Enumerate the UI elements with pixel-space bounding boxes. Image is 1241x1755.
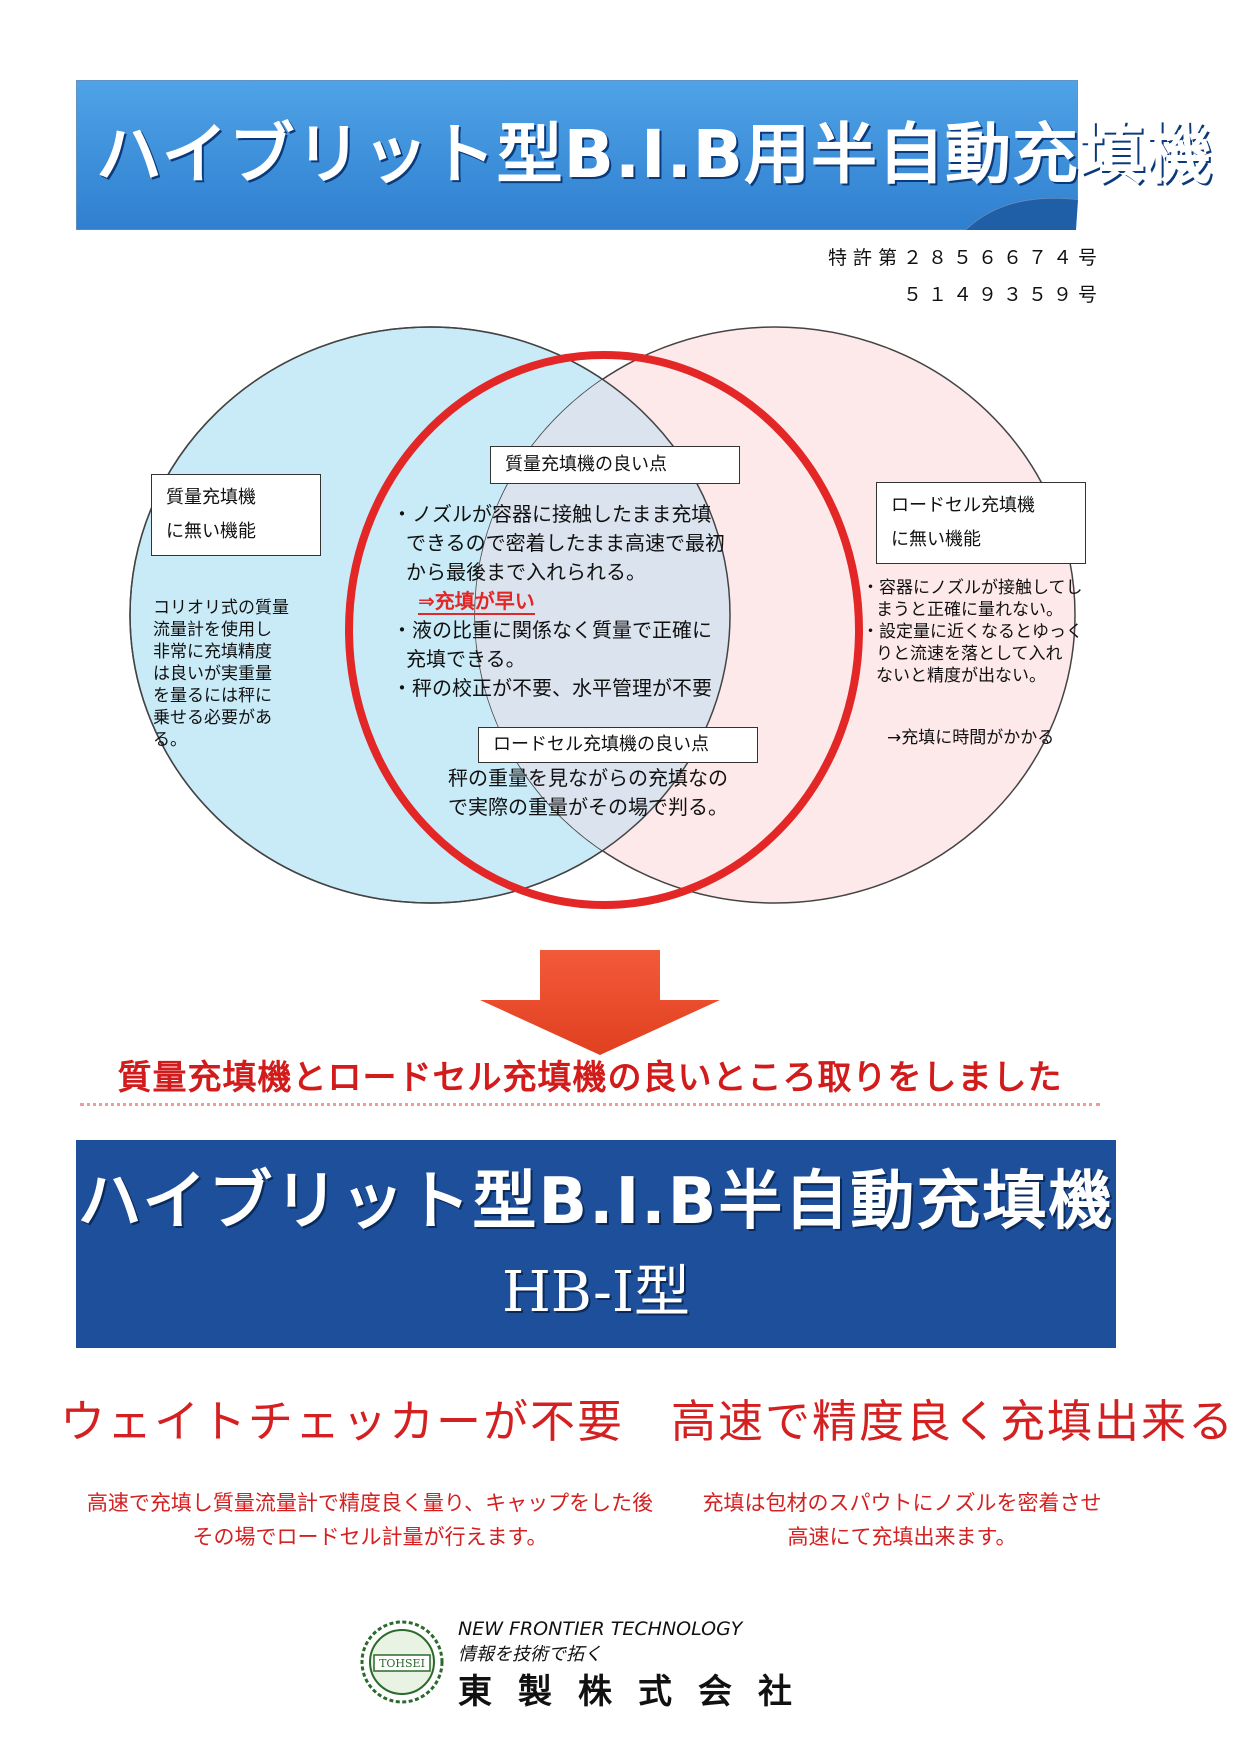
footer-tagline-ja: 情報を技術で拓く <box>458 1644 602 1665</box>
right-text-line: ・設定量に近くなるとゆっく <box>862 622 1083 642</box>
product-model: HB-I型 <box>501 1260 691 1325</box>
title-banner <box>76 80 1078 230</box>
left-text-line: る。 <box>153 730 187 750</box>
right-label-line2: に無い機能 <box>891 529 981 550</box>
center-text-line: から最後まで入れられる。 <box>406 560 646 584</box>
patent-number-2: ５１４９３５９号 <box>902 284 1103 306</box>
logo-text: TOHSEI <box>379 1657 425 1670</box>
right-text-line: ・容器にノズルが接触してし <box>862 578 1083 598</box>
headline: ウェイトチェッカーが不要 高速で精度良く充填出来る <box>60 1395 1236 1448</box>
center-text-line: ・秤の校正が不要、水平管理が不要 <box>392 676 712 700</box>
center-text-line: できるので密着したまま高速で最初 <box>406 531 725 555</box>
company-logo: TOHSEI <box>360 1620 444 1704</box>
product-banner <box>76 1140 1116 1348</box>
description-line: 高速で充填し質量流量計で精度良く量り、キャップをした後 <box>86 1491 654 1515</box>
company-name: 東製株式会社 <box>458 1672 818 1712</box>
center-text-line: 充填できる。 <box>406 647 526 671</box>
center-description-2: 秤の重量を見ながらの充填なの で実際の重量がその場で判る。 <box>448 764 728 822</box>
center-text-line: 秤の重量を見ながらの充填なの <box>448 766 728 790</box>
right-text-line: りと流速を落として入れ <box>876 644 1063 664</box>
left-label-box: 質量充填機 に無い機能 <box>151 474 321 556</box>
description-line: その場でロードセル計量が行えます。 <box>192 1525 548 1549</box>
footer-tagline-en: NEW FRONTIER TECHNOLOGY <box>458 1618 743 1640</box>
product-name: ハイブリット型B.I.B半自動充填機 <box>77 1165 1115 1239</box>
left-text-line: コリオリ式の質量 <box>153 598 289 618</box>
left-text-line: を量るには秤に <box>153 686 272 706</box>
left-text-line: 乗せる必要があ <box>153 708 272 728</box>
center-text-line: ・液の比重に関係なく質量で正確に <box>392 618 712 642</box>
center-label-box-2: ロードセル充填機の良い点 <box>478 727 758 763</box>
center-description-1: ・ノズルが容器に接触したまま充填 できるので密着したまま高速で最初 から最後まで… <box>392 500 792 703</box>
right-label-line1: ロードセル充填機 <box>891 495 1035 516</box>
left-description: コリオリ式の質量 流量計を使用し 非常に充填精度 は良いが実重量 を量るには秤に… <box>153 597 313 751</box>
description-line: 充填は包材のスパウトにノズルを密着させ <box>702 1491 1102 1515</box>
left-text-line: 非常に充填精度 <box>153 642 272 662</box>
center-label-box-1: 質量充填機の良い点 <box>490 446 740 484</box>
down-arrow-icon <box>480 950 720 1055</box>
center-text-line: で実際の重量がその場で判る。 <box>448 795 728 819</box>
highlight-ring <box>345 351 863 909</box>
left-label-line1: 質量充填機 <box>166 487 256 508</box>
right-note: →充填に時間がかかる <box>887 728 1055 748</box>
right-description: ・容器にノズルが接触してし まうと正確に量れない。 ・設定量に近くなるとゆっく … <box>862 577 1102 687</box>
tagline: 質量充填機とロードセル充填機の良いところ取りをしました <box>80 1050 1100 1106</box>
right-label-box: ロードセル充填機 に無い機能 <box>876 482 1086 564</box>
center-text-line: ・ノズルが容器に接触したまま充填 <box>392 502 712 526</box>
center-highlight: ⇒充填が早い <box>418 589 535 615</box>
description-line: 高速にて充填出来ます。 <box>787 1525 1017 1549</box>
description-left: 高速で充填し質量流量計で精度良く量り、キャップをした後 その場でロードセル計量が… <box>70 1486 670 1554</box>
right-text-line: ないと精度が出ない。 <box>876 666 1046 686</box>
patent-number-1: 特許第２８５６６７４号 <box>827 247 1103 269</box>
left-label-line2: に無い機能 <box>166 521 256 542</box>
left-text-line: 流量計を使用し <box>153 620 272 640</box>
left-text-line: は良いが実重量 <box>153 664 272 684</box>
right-text-line: まうと正確に量れない。 <box>876 600 1063 620</box>
page-title: ハイブリット型B.I.B用半自動充填機 <box>96 116 1213 193</box>
description-right: 充填は包材のスパウトにノズルを密着させ 高速にて充填出来ます。 <box>692 1486 1112 1554</box>
